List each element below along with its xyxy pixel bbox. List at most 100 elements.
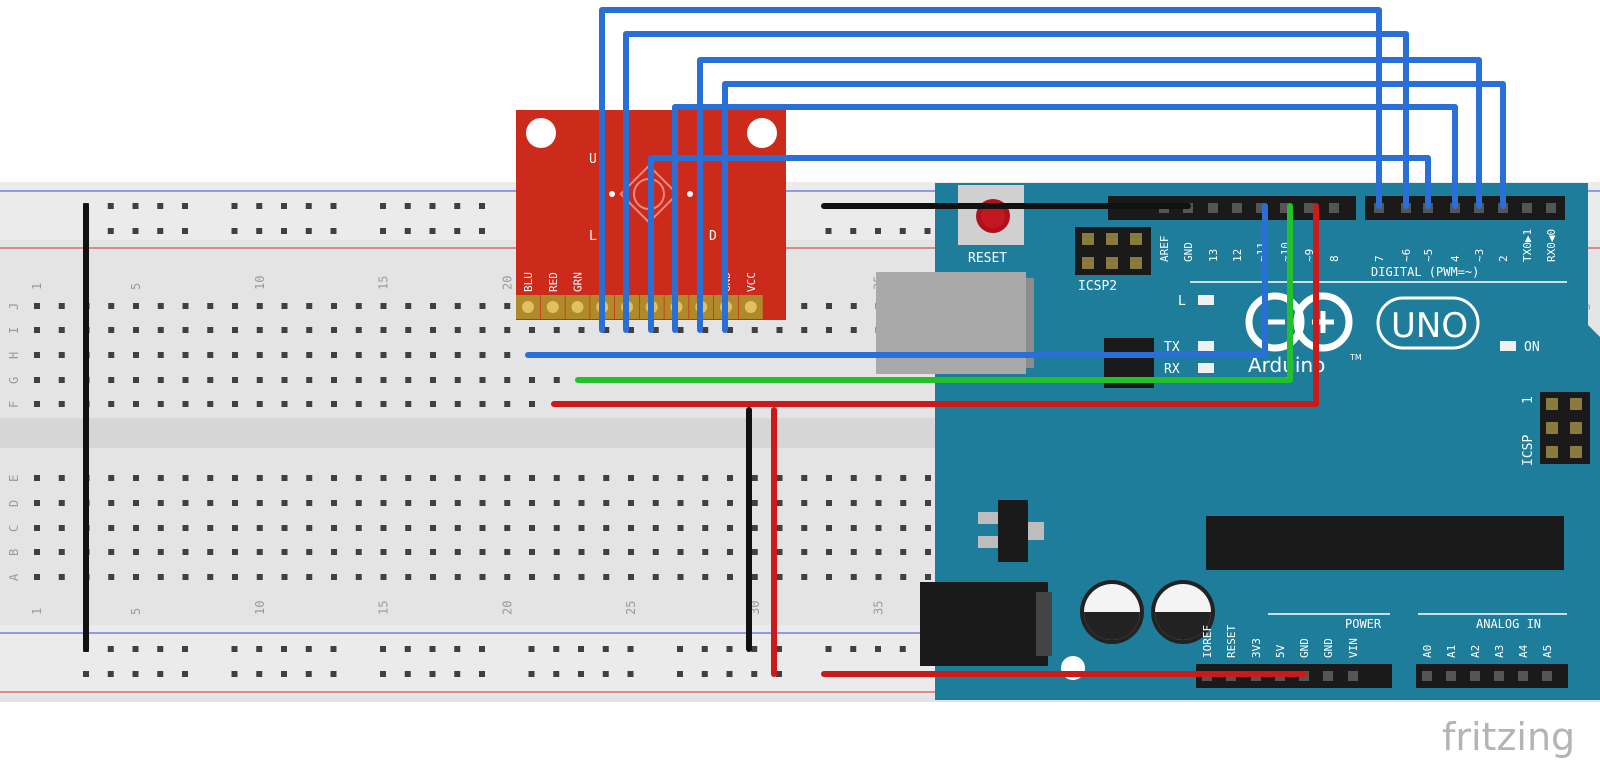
breadboard-hole bbox=[182, 574, 189, 580]
wires bbox=[83, 7, 1506, 677]
column-number: 25 bbox=[624, 601, 638, 615]
breadboard-hole bbox=[232, 475, 238, 481]
breadboard-hole bbox=[652, 500, 659, 506]
breadboard-hole bbox=[850, 500, 857, 506]
breadboard-hole bbox=[826, 475, 832, 481]
breadboard-hole bbox=[207, 303, 214, 309]
header-pin[interactable] bbox=[1304, 203, 1314, 213]
breadboard-hole bbox=[454, 574, 461, 580]
header-pin[interactable] bbox=[1494, 671, 1504, 681]
digital-pin-label: 4 bbox=[1449, 255, 1462, 262]
breadboard-hole bbox=[256, 327, 263, 333]
power-analog-pin-label: 3V3 bbox=[1250, 638, 1263, 658]
breadboard-hole bbox=[355, 475, 362, 481]
icsp-header bbox=[1540, 392, 1590, 464]
breadboard-hole bbox=[355, 401, 362, 407]
module-top-letter: L bbox=[589, 229, 597, 244]
breadboard-hole bbox=[751, 525, 758, 531]
column-number: 5 bbox=[129, 283, 143, 290]
rail-hole bbox=[850, 228, 857, 234]
breadboard-hole bbox=[331, 303, 337, 309]
power-analog-pin-label: GND bbox=[1298, 638, 1311, 658]
header-pin[interactable] bbox=[1470, 671, 1480, 681]
wire-blue bbox=[697, 57, 1482, 333]
digital-pin-label: RX0◀0 bbox=[1545, 229, 1558, 262]
breadboard-hole bbox=[355, 549, 362, 555]
breadboard-hole bbox=[925, 475, 931, 481]
header-pin[interactable] bbox=[1546, 203, 1556, 213]
row-letter: H bbox=[7, 352, 21, 359]
breadboard-hole bbox=[380, 500, 387, 506]
wire-green bbox=[575, 203, 1293, 383]
breadboard-hole bbox=[331, 525, 337, 531]
breadboard-hole bbox=[454, 303, 461, 309]
led-l-label: L bbox=[1178, 294, 1186, 309]
breadboard-hole bbox=[34, 401, 40, 407]
wire-red bbox=[551, 203, 1319, 407]
breadboard-hole bbox=[232, 327, 238, 333]
row-letter: B bbox=[7, 549, 21, 556]
rail-hole bbox=[776, 646, 782, 652]
header-pin[interactable] bbox=[1208, 203, 1218, 213]
header-pin[interactable] bbox=[1280, 203, 1290, 213]
module-pin-label: VCC bbox=[745, 272, 758, 292]
breadboard-hole bbox=[157, 377, 164, 383]
breadboard-hole bbox=[727, 525, 733, 531]
rail-hole bbox=[107, 671, 114, 677]
breadboard-hole bbox=[479, 352, 486, 358]
rail-hole bbox=[132, 646, 139, 652]
breadboard-hole bbox=[776, 475, 783, 481]
reset-button[interactable] bbox=[958, 185, 1024, 245]
rail-hole bbox=[107, 646, 114, 652]
header-pin[interactable] bbox=[1518, 671, 1528, 681]
power-analog-pin-label: A5 bbox=[1541, 645, 1554, 658]
breadboard-hole bbox=[380, 303, 387, 309]
rail-hole bbox=[330, 646, 337, 652]
column-number: 5 bbox=[129, 608, 143, 615]
breadboard-hole bbox=[603, 574, 610, 580]
icsp2-header bbox=[1075, 227, 1151, 275]
breadboard-hole bbox=[281, 500, 288, 506]
breadboard-hole bbox=[652, 549, 659, 555]
breadboard-hole bbox=[430, 303, 436, 309]
breadboard-hole bbox=[479, 574, 486, 580]
rail-hole bbox=[825, 228, 832, 234]
breadboard-hole bbox=[182, 475, 189, 481]
breadboard-hole bbox=[207, 525, 214, 531]
breadboard-hole bbox=[925, 525, 931, 531]
breadboard-hole bbox=[331, 549, 337, 555]
header-pin[interactable] bbox=[1232, 203, 1242, 213]
rail-hole bbox=[157, 646, 164, 652]
breadboard-hole bbox=[281, 549, 288, 555]
rail-hole bbox=[578, 671, 584, 677]
breadboard-hole bbox=[925, 500, 931, 506]
breadboard-hole bbox=[58, 303, 65, 309]
breadboard-hole bbox=[702, 574, 709, 580]
wire-blue bbox=[672, 104, 1458, 333]
header-pin[interactable] bbox=[1348, 671, 1358, 681]
breadboard-hole bbox=[207, 574, 214, 580]
rail-hole bbox=[380, 671, 386, 677]
breadboard-hole bbox=[875, 500, 882, 506]
icsp-label: ICSP bbox=[1521, 435, 1536, 466]
rail-hole bbox=[602, 646, 609, 652]
rail-hole bbox=[182, 228, 188, 234]
header-pin[interactable] bbox=[1323, 671, 1333, 681]
header-pin[interactable] bbox=[1329, 203, 1339, 213]
rail-hole bbox=[776, 671, 782, 677]
breadboard-hole bbox=[58, 401, 65, 407]
header-pin[interactable] bbox=[1422, 671, 1432, 681]
header-pin[interactable] bbox=[1522, 203, 1532, 213]
breadboard-hole bbox=[850, 525, 857, 531]
header-pin[interactable] bbox=[1446, 671, 1456, 681]
header-pin[interactable] bbox=[1542, 671, 1552, 681]
breadboard-hole bbox=[850, 574, 857, 580]
breadboard-hole bbox=[702, 500, 709, 506]
breadboard-hole bbox=[133, 401, 139, 407]
usb-connector bbox=[876, 272, 1026, 374]
header-pin[interactable] bbox=[1256, 203, 1266, 213]
breadboard-hole bbox=[380, 549, 387, 555]
breadboard-hole bbox=[405, 525, 412, 531]
breadboard-hole bbox=[430, 401, 436, 407]
column-number: 15 bbox=[377, 601, 391, 615]
